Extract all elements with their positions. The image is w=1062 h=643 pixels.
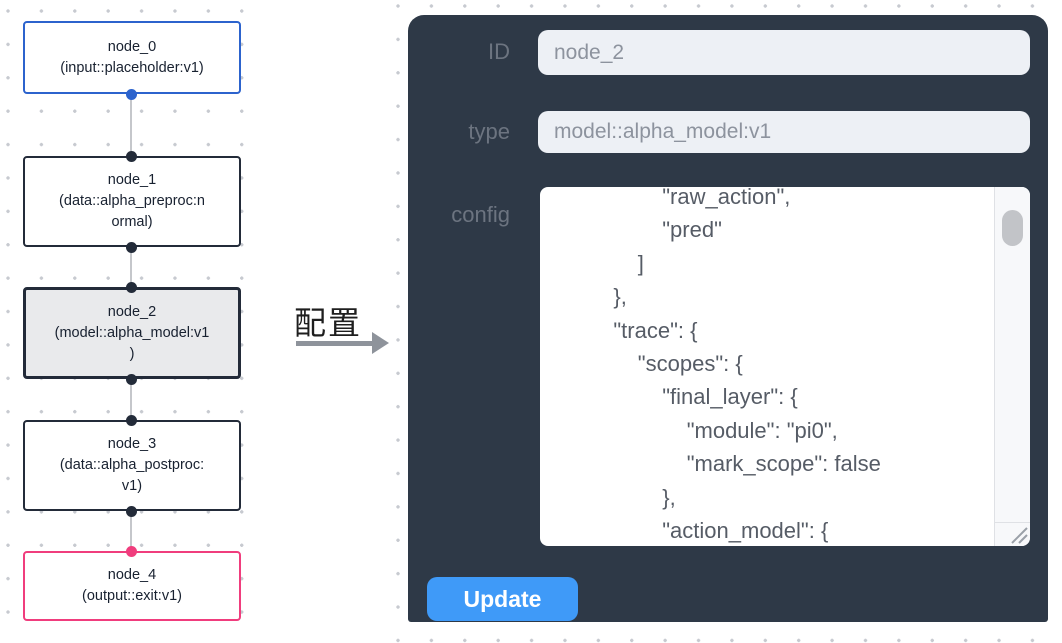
arrow-right-icon bbox=[372, 332, 389, 354]
edge-node3-node4 bbox=[130, 511, 132, 551]
edge-node2-node3 bbox=[130, 379, 132, 420]
id-input[interactable] bbox=[538, 30, 1030, 75]
edge-node0-node1 bbox=[130, 94, 132, 156]
node-label: node_4 (output::exit:v1) bbox=[82, 567, 182, 604]
arrow-line bbox=[296, 341, 373, 346]
handle-node4-target[interactable] bbox=[126, 546, 137, 557]
node-config-panel: ID type config "raw_action", "pred" ] },… bbox=[408, 15, 1048, 622]
flow-canvas[interactable]: node_0 (input::placeholder:v1) node_1 (d… bbox=[0, 0, 258, 643]
handle-node3-source[interactable] bbox=[126, 506, 137, 517]
config-scrollbar-thumb[interactable] bbox=[1002, 210, 1023, 246]
flow-node-node_1[interactable]: node_1 (data::alpha_preproc:n ormal) bbox=[23, 156, 241, 247]
node-label: node_0 (input::placeholder:v1) bbox=[60, 38, 204, 76]
config-scrollbar-track[interactable] bbox=[994, 187, 1030, 546]
handle-node2-target[interactable] bbox=[126, 282, 137, 293]
textarea-resize-handle-icon[interactable] bbox=[1008, 527, 1028, 544]
flow-node-node_2-selected[interactable]: node_2 (model::alpha_model:v1 ) bbox=[23, 287, 241, 379]
config-field-label: config bbox=[451, 202, 510, 227]
handle-node1-target[interactable] bbox=[126, 151, 137, 162]
config-textarea[interactable]: "raw_action", "pred" ] }, "trace": { "sc… bbox=[540, 187, 1030, 546]
handle-node3-target[interactable] bbox=[126, 415, 137, 426]
node-label: node_2 (model::alpha_model:v1 ) bbox=[54, 303, 210, 362]
config-json-content: "raw_action", "pred" ] }, "trace": { "sc… bbox=[613, 187, 881, 544]
handle-node1-source[interactable] bbox=[126, 242, 137, 253]
node-label: node_1 (data::alpha_preproc:n ormal) bbox=[59, 172, 205, 230]
flow-node-node_4[interactable]: node_4 (output::exit:v1) bbox=[23, 551, 241, 621]
handle-node0-source[interactable] bbox=[126, 89, 137, 100]
edge-node1-node2 bbox=[130, 247, 132, 287]
flow-node-node_0[interactable]: node_0 (input::placeholder:v1) bbox=[23, 21, 241, 94]
flow-node-node_3[interactable]: node_3 (data::alpha_postproc: v1) bbox=[23, 420, 241, 511]
update-button[interactable]: Update bbox=[427, 577, 578, 621]
node-label: node_3 (data::alpha_postproc: v1) bbox=[59, 436, 205, 494]
type-input[interactable] bbox=[538, 111, 1030, 153]
scrollbar-divider bbox=[995, 522, 1030, 523]
handle-node2-source[interactable] bbox=[126, 374, 137, 385]
config-annotation-text: 配置 bbox=[294, 305, 363, 341]
id-field-label: ID bbox=[488, 39, 510, 64]
type-field-label: type bbox=[468, 119, 510, 144]
